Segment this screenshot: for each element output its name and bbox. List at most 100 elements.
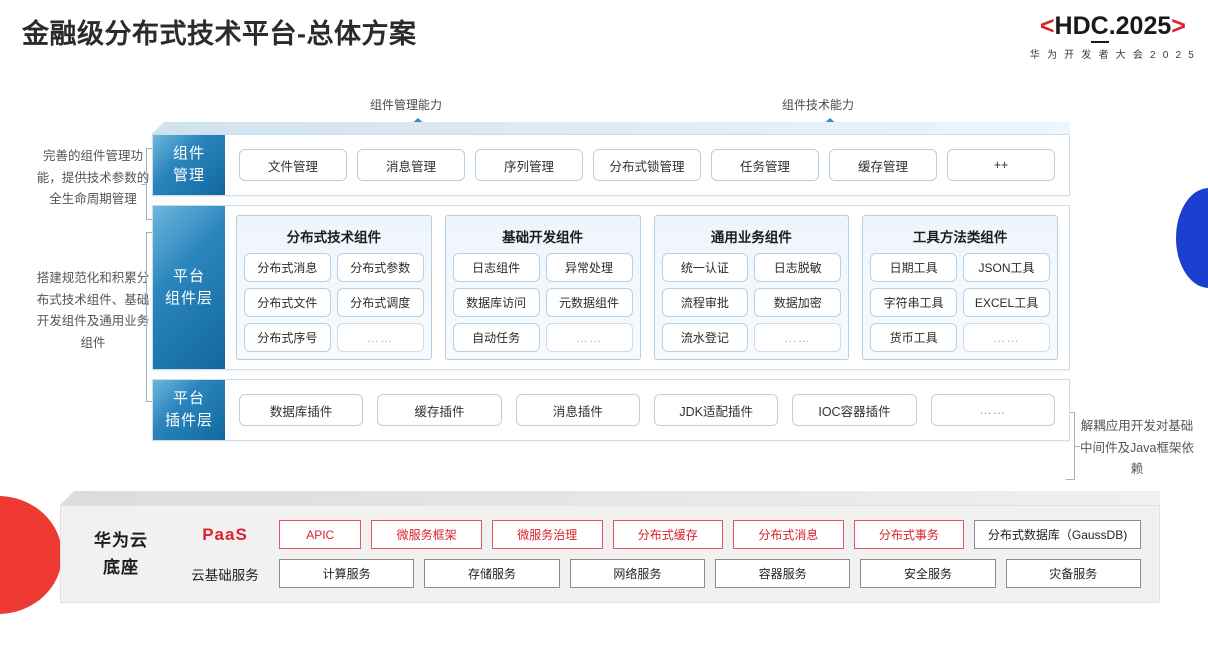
component-cell[interactable]: 日志脱敏 [754,253,842,282]
paas-chip-microservice-framework[interactable]: 微服务框架 [371,520,482,549]
chip-component-management[interactable]: 缓存管理 [829,149,937,181]
base-title-line2: 底座 [103,558,139,577]
component-cell[interactable]: 流程审批 [661,288,749,317]
component-cell-more[interactable]: …… [545,323,633,352]
paas-chip-distributed-cache[interactable]: 分布式缓存 [612,520,724,549]
base-row-cloud-basic: 云基础服务 计算服务 存储服务 网络服务 容器服务 安全服务 灾备服务 [181,559,1141,588]
chip-component-management-more[interactable]: ++ [947,149,1055,181]
component-cell[interactable]: 分布式参数 [336,253,424,282]
component-cell[interactable]: 元数据组件 [545,288,633,317]
logo-bracket-left-icon: < [1039,12,1055,40]
component-cell[interactable]: 自动任务 [452,323,540,352]
architecture-stack: 组件 管理 文件管理 消息管理 序列管理 分布式锁管理 任务管理 缓存管理 ++… [152,122,1070,450]
chip-platform-plugin[interactable]: 数据库插件 [239,394,364,426]
bracket-platform-component [141,232,155,402]
hdc-logo-subtitle: 华 为 开 发 者 大 会 2 0 2 5 [1029,50,1196,61]
component-cell[interactable]: 分布式文件 [244,288,331,317]
decorative-blue-circle [1176,188,1208,288]
layer-tag-line1: 平台 [172,267,205,285]
component-cell[interactable]: 字符串工具 [870,288,958,317]
cloud-chip-compute[interactable]: 计算服务 [279,559,415,588]
layer-tag-platform-plugin: 平台 插件层 [153,380,225,440]
chip-platform-plugin[interactable]: 消息插件 [515,394,640,426]
group-title: 基础开发组件 [502,230,584,245]
component-cell[interactable]: 分布式消息 [244,253,331,282]
layer-component-management: 组件 管理 文件管理 消息管理 序列管理 分布式锁管理 任务管理 缓存管理 ++ [152,122,1070,196]
hdc-logo-main: <HDC.2025> [1030,12,1196,43]
component-cell[interactable]: 日志组件 [452,253,540,282]
base-title-line1: 华为云 [94,530,148,550]
component-cell-more[interactable]: …… [963,323,1050,352]
logo-text-c: C [1090,12,1109,43]
cloud-chip-security[interactable]: 安全服务 [860,559,996,588]
component-cell[interactable]: 货币工具 [870,323,958,352]
chip-component-management[interactable]: 消息管理 [357,149,465,181]
layer-platform-plugin: 平台 插件层 数据库插件 缓存插件 消息插件 JDK适配插件 IOC容器插件 …… [152,379,1070,441]
chip-platform-plugin[interactable]: JDK适配插件 [653,394,779,426]
layer-content-platform-plugin: 数据库插件 缓存插件 消息插件 JDK适配插件 IOC容器插件 …… [225,380,1069,440]
layer-tag-platform-component: 平台 组件层 [153,206,225,369]
component-cell[interactable]: 异常处理 [545,253,633,282]
page-title: 金融级分布式技术平台-总体方案 [22,19,417,49]
base-row-paas: PaaS APIC 微服务框架 微服务治理 分布式缓存 分布式消息 分布式事务 … [181,520,1141,549]
layer-content-platform-component: 分布式技术组件 分布式消息 分布式参数 分布式文件 分布式调度 分布式序号 ……… [225,206,1069,369]
paas-chip-distributed-transaction[interactable]: 分布式事务 [853,520,965,549]
paas-chip-microservice-governance[interactable]: 微服务治理 [491,520,603,549]
annotation-plugin-decoupling: 解耦应用开发对基础中间件及Java框架依赖 [1080,419,1194,476]
base-top-edge [60,491,1160,505]
layer-tag-component-management: 组件 管理 [153,135,225,195]
component-cell[interactable]: EXCEL工具 [963,288,1050,317]
huawei-cloud-base: 华为云 底座 PaaS APIC 微服务框架 微服务治理 分布式缓存 分布式消息… [60,491,1160,603]
cloud-chip-container[interactable]: 容器服务 [714,559,851,588]
slab-top-edge [152,122,1070,134]
paas-chip-distributed-database[interactable]: 分布式数据库（GaussDB) [974,520,1141,549]
layer-content-component-management: 文件管理 消息管理 序列管理 分布式锁管理 任务管理 缓存管理 ++ [225,135,1069,195]
annotation-component-management: 完善的组件管理功能，提供技术参数的全生命周期管理 [36,149,150,206]
chip-platform-plugin-more[interactable]: …… [930,394,1055,426]
component-group: 工具方法类组件 日期工具 JSON工具 字符串工具 EXCEL工具 货币工具 …… [862,215,1058,360]
bracket-platform-plugin [1066,412,1080,480]
cloud-chip-storage[interactable]: 存储服务 [424,559,560,588]
component-cell[interactable]: 分布式序号 [244,323,331,352]
chip-component-management[interactable]: 分布式锁管理 [593,149,701,181]
capability-label-technical: 组件技术能力 [782,98,855,112]
component-cell[interactable]: 日期工具 [870,253,958,282]
component-cell[interactable]: 数据库访问 [452,288,540,317]
component-cell[interactable]: 流水登记 [661,323,749,352]
layer-tag-line2: 插件层 [164,412,213,429]
hdc-logo: <HDC.2025> 华 为 开 发 者 大 会 2 0 2 5 [1029,12,1196,61]
base-row-label-paas: PaaS [202,524,248,544]
component-cell[interactable]: 统一认证 [661,253,749,282]
cloud-chip-disaster-recovery[interactable]: 灾备服务 [1005,559,1141,588]
group-title: 工具方法类组件 [912,230,1008,245]
logo-text-hd: HD [1054,12,1091,40]
layer-platform-component: 平台 组件层 分布式技术组件 分布式消息 分布式参数 分布式文件 分布式调度 分… [152,205,1070,370]
component-cell[interactable]: 分布式调度 [336,288,424,317]
chip-component-management[interactable]: 序列管理 [475,149,583,181]
base-title: 华为云 底座 [61,527,181,581]
component-cell[interactable]: JSON工具 [963,253,1050,282]
chip-platform-plugin[interactable]: 缓存插件 [377,394,502,426]
chip-platform-plugin[interactable]: IOC容器插件 [792,394,917,426]
cloud-chip-network[interactable]: 网络服务 [569,559,705,588]
layer-tag-line2: 管理 [172,167,205,184]
component-group: 通用业务组件 统一认证 日志脱敏 流程审批 数据加密 流水登记 …… [653,215,850,360]
layer-tag-line1: 平台 [172,390,205,408]
capability-label-management: 组件管理能力 [370,98,443,112]
component-group: 基础开发组件 日志组件 异常处理 数据库访问 元数据组件 自动任务 …… [444,215,641,360]
layer-tag-line2: 组件层 [164,289,213,307]
bracket-component-management [141,148,155,220]
paas-chip-distributed-message[interactable]: 分布式消息 [733,520,844,549]
component-cell-more[interactable]: …… [754,323,842,352]
annotation-platform-component: 搭建规范化和积累分布式技术组件、基础开发组件及通用业务组件 [36,271,150,350]
component-group: 分布式技术组件 分布式消息 分布式参数 分布式文件 分布式调度 分布式序号 …… [236,215,432,360]
component-cell[interactable]: 数据加密 [754,288,842,317]
logo-bracket-right-icon: > [1171,12,1186,40]
paas-chip-apic[interactable]: APIC [279,520,362,549]
group-title: 通用业务组件 [710,230,792,245]
base-row-label-cloud-basic: 云基础服务 [191,567,259,583]
chip-component-management[interactable]: 文件管理 [239,149,347,181]
logo-text-year: .2025 [1108,12,1172,40]
chip-component-management[interactable]: 任务管理 [711,149,819,181]
component-cell-more[interactable]: …… [336,323,424,352]
